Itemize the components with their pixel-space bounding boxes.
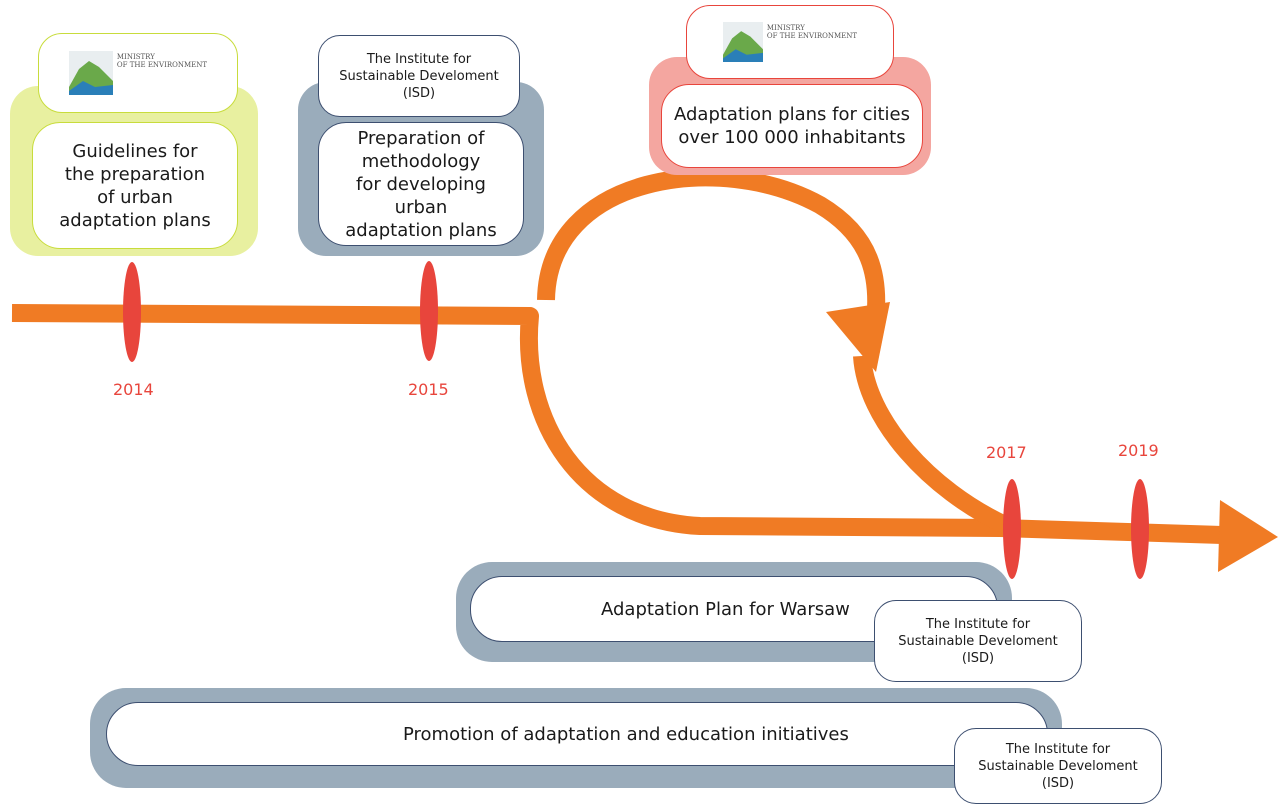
ministry-of-environment-logo: MINISTRY OF THE ENVIRONMENT — [68, 51, 208, 95]
cities-card: Adaptation plans for cities over 100 000… — [661, 84, 923, 168]
timeline-path — [11, 304, 1223, 544]
methodology-card: Preparation of methodology for developin… — [318, 122, 524, 246]
isd-card: The Institute for Sustainable Develoment… — [874, 600, 1082, 682]
isd-label: The Institute for Sustainable Develoment… — [898, 616, 1058, 666]
promotion-card: Promotion of adaptation and education in… — [106, 702, 1048, 766]
isd-label: The Institute for Sustainable Develoment… — [339, 51, 499, 101]
loop-path-return — [853, 355, 1009, 534]
guidelines-card: Guidelines for the preparation of urban … — [32, 122, 238, 249]
isd-card: The Institute for Sustainable Develoment… — [954, 728, 1162, 804]
year-label-2019: 2019 — [1118, 441, 1159, 460]
guidelines-text: Guidelines for the preparation of urban … — [59, 140, 211, 231]
isd-label: The Institute for Sustainable Develoment… — [978, 741, 1138, 791]
warsaw-text: Adaptation Plan for Warsaw — [601, 598, 850, 620]
year-label-2014: 2014 — [113, 380, 154, 399]
promotion-text: Promotion of adaptation and education in… — [403, 723, 849, 745]
ministry-of-environment-logo: MINISTRY OF THE ENVIRONMENT — [722, 22, 858, 62]
year-label-2017: 2017 — [986, 443, 1027, 462]
ministry-logo-card: MINISTRY OF THE ENVIRONMENT — [38, 33, 238, 113]
cities-text: Adaptation plans for cities over 100 000… — [673, 104, 910, 148]
loop-arrowhead — [826, 302, 890, 372]
landscape-icon — [68, 51, 113, 95]
timeline-arrowhead — [1218, 500, 1278, 572]
landscape-icon — [722, 22, 763, 62]
ministry-logo-text: MINISTRY OF THE ENVIRONMENT — [116, 53, 208, 69]
ministry-logo-card: MINISTRY OF THE ENVIRONMENT — [686, 5, 894, 79]
ministry-logo-text: MINISTRY OF THE ENVIRONMENT — [766, 24, 858, 40]
loop-path — [537, 168, 886, 332]
year-label-2015: 2015 — [408, 380, 449, 399]
year-marker-2015 — [420, 261, 438, 361]
year-marker-2014 — [123, 262, 141, 362]
year-marker-2017 — [1003, 479, 1021, 579]
isd-card: The Institute for Sustainable Develoment… — [318, 35, 520, 117]
year-marker-2019 — [1131, 479, 1149, 579]
methodology-text: Preparation of methodology for developin… — [345, 127, 497, 241]
